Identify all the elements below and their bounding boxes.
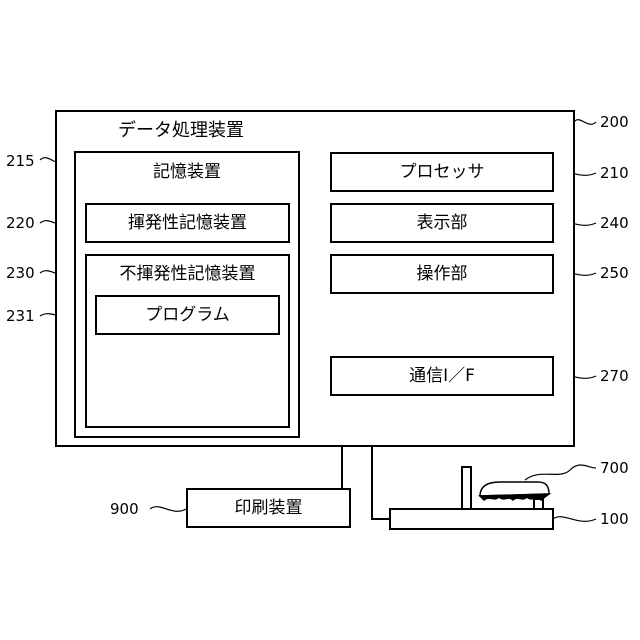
ref-250: 250 xyxy=(600,264,629,282)
ref-220: 220 xyxy=(6,214,35,232)
ref-270: 270 xyxy=(600,367,629,385)
operation-unit-label: 操作部 xyxy=(330,264,554,284)
display-unit-label: 表示部 xyxy=(330,213,554,233)
ref-700: 700 xyxy=(600,459,629,477)
ref-200: 200 xyxy=(600,113,629,131)
ref-210: 210 xyxy=(600,164,629,182)
printing-device-label: 印刷装置 xyxy=(186,498,351,518)
ref-100: 100 xyxy=(600,510,629,528)
ref-240: 240 xyxy=(600,214,629,232)
ref-230: 230 xyxy=(6,264,35,282)
processor-label: プロセッサ xyxy=(330,162,554,182)
ref-231: 231 xyxy=(6,307,35,325)
storage-device-label: 記憶装置 xyxy=(74,162,300,182)
program-label: プログラム xyxy=(95,305,280,325)
communication-interface-label: 通信I／F xyxy=(330,366,554,386)
ref-900: 900 xyxy=(110,500,139,518)
nonvolatile-storage-label: 不揮発性記憶装置 xyxy=(85,264,290,284)
data-processing-device-label: データ処理装置 xyxy=(118,121,244,141)
ref-215: 215 xyxy=(6,152,35,170)
volatile-storage-label: 揮発性記憶装置 xyxy=(85,213,290,233)
